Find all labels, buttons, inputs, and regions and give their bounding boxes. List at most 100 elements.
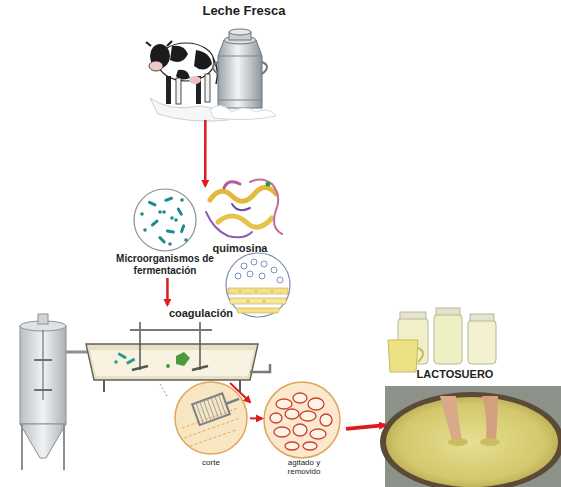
cutting-circle <box>218 395 226 416</box>
curd-circle <box>274 427 290 437</box>
flow-arrow <box>250 417 262 419</box>
cutting-circle <box>175 382 247 454</box>
curd-circle <box>308 398 324 410</box>
node-label: Leche Fresca <box>198 4 290 19</box>
storage-silo <box>20 326 66 424</box>
cutting-circle <box>175 382 247 454</box>
microbe-circle <box>143 228 147 232</box>
coagulation-vat <box>126 358 135 365</box>
storage-silo <box>20 424 66 458</box>
whey-product: LACTOSUERO <box>385 305 561 487</box>
coagulation-vat <box>166 364 170 368</box>
storage-silo <box>20 314 90 470</box>
culture-circle: Microorganismos de fermentación <box>112 186 230 278</box>
curd-circle <box>285 442 299 450</box>
micelle-circle <box>230 298 286 304</box>
whey-jars <box>436 308 460 315</box>
coagulation-vat <box>176 352 190 366</box>
micelle-circle <box>247 271 253 277</box>
cutting-circle <box>192 393 230 425</box>
whey-jars <box>388 308 496 372</box>
cutting-circle <box>200 402 208 423</box>
micelle-circle <box>246 299 249 302</box>
microbe-circle <box>180 198 184 202</box>
microbe-circle <box>140 212 144 216</box>
cow-drawing <box>170 46 188 62</box>
microbe-circle <box>164 196 173 202</box>
microbe-circle <box>166 229 175 234</box>
enzyme-group: quimosina <box>200 178 295 326</box>
node-label: LACTOSUERO <box>403 368 507 381</box>
micelle-circle <box>277 277 283 283</box>
microbe-circle <box>158 210 162 214</box>
micelle-circle <box>261 261 267 267</box>
micelle-circle <box>259 273 265 279</box>
whey-photo <box>440 396 462 440</box>
coagulation-vat <box>160 384 168 398</box>
protein-structure <box>250 179 282 234</box>
protein-structure <box>232 204 250 210</box>
cutting-circle <box>182 408 240 446</box>
protein-structure <box>224 182 240 188</box>
whey-photo <box>480 438 500 446</box>
micelle-circle <box>238 289 241 292</box>
cutting-circle <box>192 389 243 425</box>
node-label: agitado y removido <box>274 458 334 476</box>
cutting-circle <box>196 395 226 424</box>
curd-circle <box>264 382 340 458</box>
whey-photo <box>380 392 561 487</box>
whey-jars <box>388 340 418 372</box>
microbe-circle <box>150 219 159 227</box>
cow-drawing <box>146 41 172 46</box>
curd-circle <box>270 393 332 450</box>
curd-circle <box>303 442 317 450</box>
storage-silo <box>66 351 90 354</box>
cow-drawing <box>205 74 210 102</box>
microbe-circle <box>134 189 196 251</box>
coagulation-vat <box>86 344 258 380</box>
coagulation-vat <box>86 322 270 398</box>
flow-arrow <box>230 383 250 402</box>
micelle-circle <box>251 259 257 265</box>
microbe-circle <box>162 210 166 214</box>
coagulation-vat <box>130 329 212 331</box>
micelle-circle <box>228 288 288 294</box>
milk-can <box>218 100 262 101</box>
curd-circle <box>270 413 282 423</box>
cow-drawing <box>176 78 181 104</box>
node-label: corte <box>181 458 241 467</box>
microbe-circle <box>134 189 196 251</box>
storage-silo <box>21 424 23 470</box>
micelle-circle <box>226 253 290 317</box>
curd-circle <box>264 382 340 458</box>
microbe-circle <box>180 224 186 233</box>
micelle-circle <box>262 299 265 302</box>
coagulation-vat <box>118 352 127 359</box>
curd-circle <box>276 399 292 409</box>
cutting-circle <box>203 400 211 421</box>
whey-photo <box>386 397 558 487</box>
whey-photo <box>380 386 561 487</box>
micelle-circle <box>270 289 273 292</box>
cow-drawing <box>166 76 171 104</box>
milk-can <box>218 56 262 57</box>
protein-structure <box>218 216 272 227</box>
curd-circle <box>320 414 332 426</box>
micelle-circle <box>241 263 247 269</box>
micelle-circle <box>271 267 277 273</box>
microbe-circle <box>184 238 188 242</box>
coagulation-vat <box>132 366 208 370</box>
flow-arrow <box>204 120 207 186</box>
protein-structure <box>206 179 282 237</box>
curd-circle <box>285 409 299 419</box>
storage-silo <box>34 360 52 390</box>
cutting-circle <box>226 399 239 404</box>
cow-drawing <box>189 76 201 84</box>
protein-structure <box>210 187 276 201</box>
flow-arrow <box>346 425 385 429</box>
micelle-circle <box>238 289 273 302</box>
whey-photo <box>482 396 498 440</box>
